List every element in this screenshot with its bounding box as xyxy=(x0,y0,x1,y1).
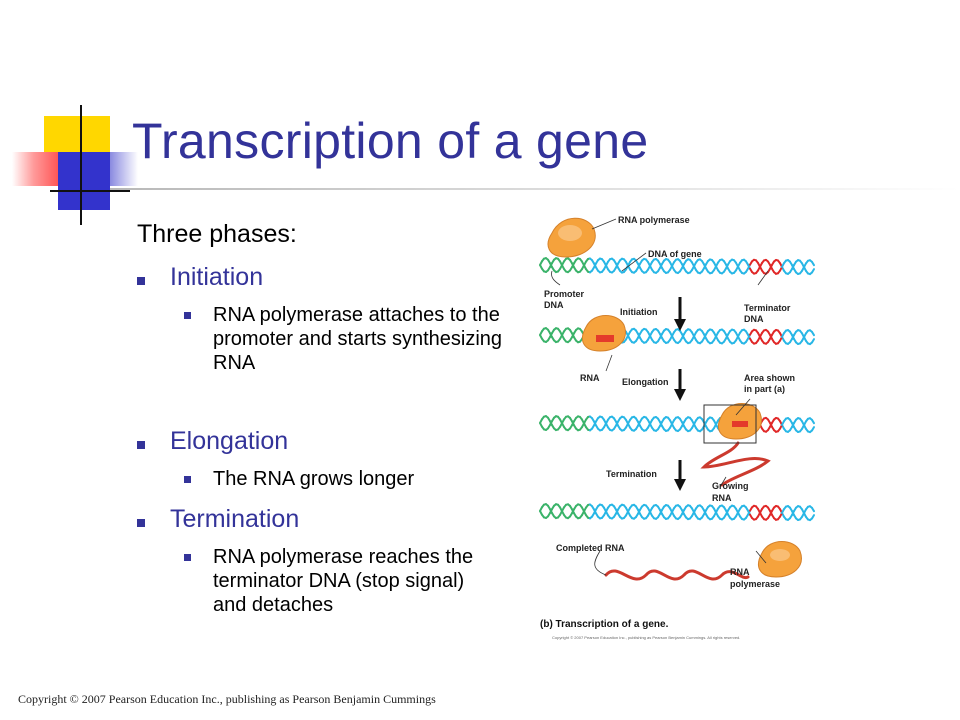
square-bullet-icon xyxy=(137,519,145,527)
deco-horizontal-line xyxy=(50,190,130,192)
square-bullet-icon xyxy=(137,441,145,449)
label-terminator-dna-2: DNA xyxy=(744,314,764,324)
phase-label: Initiation xyxy=(170,263,264,291)
dna-strands xyxy=(539,257,815,522)
deco-blue-fade xyxy=(110,152,138,186)
rna-polymerase-icon xyxy=(582,315,626,352)
label-growing-rna-1: Growing xyxy=(712,481,749,491)
down-arrow-icon xyxy=(674,460,686,491)
figure-credit: Copyright © 2007 Pearson Education Inc.,… xyxy=(552,635,740,640)
title-underline xyxy=(110,188,960,190)
figure-caption: (b) Transcription of a gene. xyxy=(540,619,669,630)
label-elongation: Elongation xyxy=(622,377,669,387)
rna-polymerase-icon xyxy=(758,541,802,578)
intro-text: Three phases: xyxy=(137,220,297,248)
phase-label: Termination xyxy=(170,505,300,533)
slide-title: Transcription of a gene xyxy=(132,113,649,169)
label-rna: RNA xyxy=(580,373,600,383)
label-completed-rna: Completed RNA xyxy=(556,543,625,553)
area-shown-box xyxy=(703,404,757,444)
label-dna-of-gene: DNA of gene xyxy=(648,249,702,259)
deco-blue-block xyxy=(58,152,110,210)
dna-strand-1 xyxy=(539,257,815,276)
label-rna-polymerase-bottom-1: RNA xyxy=(730,567,750,577)
square-bullet-icon xyxy=(184,312,191,319)
phase-detail-text: RNA polymerase attaches to the promoter … xyxy=(213,304,503,374)
down-arrow-icon xyxy=(674,369,686,401)
growing-rna-strand xyxy=(700,441,771,487)
label-rna-polymerase: RNA polymerase xyxy=(618,215,690,225)
transcription-figure: RNA polymerase DNA of gene Promoter DNA … xyxy=(539,215,815,640)
label-area-shown-1: Area shown xyxy=(744,373,795,383)
completed-rna-strand xyxy=(604,569,750,581)
dna-strand-2 xyxy=(539,327,815,346)
phase-detail-text: The RNA grows longer xyxy=(213,468,415,490)
square-bullet-icon xyxy=(184,554,191,561)
phase-label: Elongation xyxy=(170,427,289,455)
deco-vertical-line xyxy=(80,105,82,225)
label-promoter-dna-2: DNA xyxy=(544,300,564,310)
label-termination: Termination xyxy=(606,469,657,479)
label-initiation: Initiation xyxy=(620,307,658,317)
rna-polymerase-icon xyxy=(547,217,596,258)
label-terminator-dna-1: Terminator xyxy=(744,303,791,313)
square-bullet-icon xyxy=(184,476,191,483)
down-arrow-icon xyxy=(674,297,686,331)
copyright-footer: Copyright © 2007 Pearson Education Inc.,… xyxy=(18,692,436,706)
phase-detail-text: RNA polymerase reaches the terminator DN… xyxy=(213,546,474,616)
dna-strand-3 xyxy=(539,415,815,434)
square-bullet-icon xyxy=(137,277,145,285)
label-growing-rna-2: RNA xyxy=(712,493,732,503)
label-promoter-dna-1: Promoter xyxy=(544,289,585,299)
dna-strand-4 xyxy=(539,503,815,522)
rna-polymerase-icon xyxy=(718,403,762,440)
label-rna-polymerase-bottom-2: polymerase xyxy=(730,579,780,589)
label-area-shown-2: in part (a) xyxy=(744,384,785,394)
